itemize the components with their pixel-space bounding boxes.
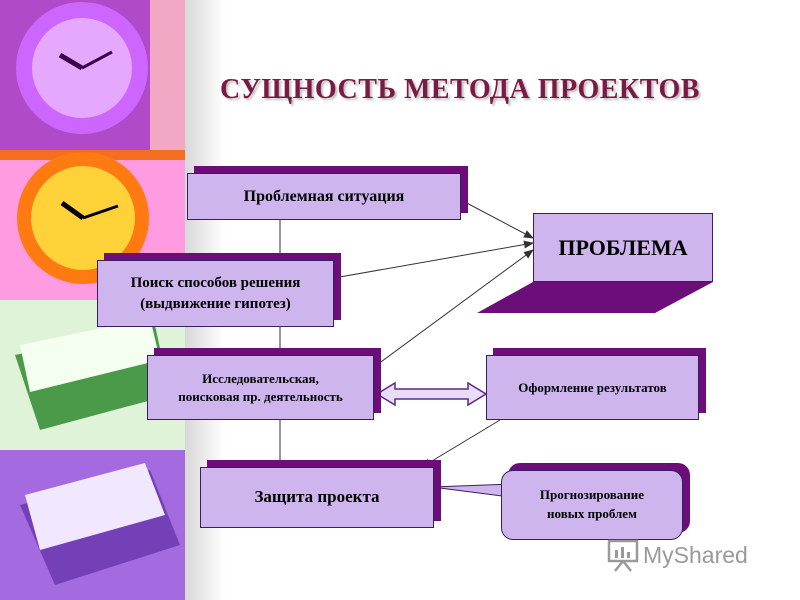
- node-problem: ПРОБЛЕМА: [533, 213, 713, 282]
- node-problem-situation: Проблемная ситуация: [187, 173, 461, 220]
- decorative-photo-strip: [0, 0, 190, 600]
- problem-box-depth: [477, 282, 713, 313]
- arrow-results-to-defense: [421, 419, 501, 468]
- papers-icon: [20, 463, 180, 585]
- node-results-formatting: Оформление результатов: [486, 355, 699, 420]
- callout-line1: Прогнозирование: [539, 487, 645, 503]
- node-project-defense: Защита проекта: [200, 467, 434, 528]
- watermark-text: MyShared: [643, 541, 748, 568]
- callout-line2: новых проблем: [547, 506, 637, 521]
- arrow-search-to-problem: [333, 240, 534, 279]
- callout-forecast: Прогнозирование новых проблем: [501, 470, 683, 540]
- node-research-activity: Исследовательская, поисковая пр. деятель…: [147, 355, 374, 420]
- node-label: ПРОБЛЕМА: [558, 234, 688, 260]
- node-label: Проблемная ситуация: [243, 187, 405, 205]
- presentation-board-icon: [607, 539, 639, 572]
- clock-icon: [17, 152, 149, 284]
- node-label: Оформление результатов: [518, 379, 667, 395]
- callout-pointer: [431, 483, 513, 498]
- watermark: MyShared: [607, 538, 748, 572]
- node-label-line2: поисковая пр. деятельность: [178, 388, 343, 404]
- node-label: Защита проекта: [254, 487, 380, 507]
- node-label-line1: Исследовательская,: [202, 370, 319, 386]
- slide-title: СУЩНОСТЬ МЕТОДА ПРОЕКТОВ: [220, 74, 700, 105]
- arrow-research-to-problem: [373, 249, 534, 368]
- arrow-situation-to-problem: [460, 199, 534, 239]
- clock-icon: [16, 2, 148, 134]
- papers-icon: [15, 318, 170, 430]
- double-arrow-research-results: [375, 381, 488, 407]
- node-search-solutions: Поиск способов решения (выдвижение гипот…: [97, 260, 334, 327]
- node-label-line1: Поиск способов решения: [130, 275, 301, 292]
- node-label-line2: (выдвижение гипотез): [140, 295, 291, 312]
